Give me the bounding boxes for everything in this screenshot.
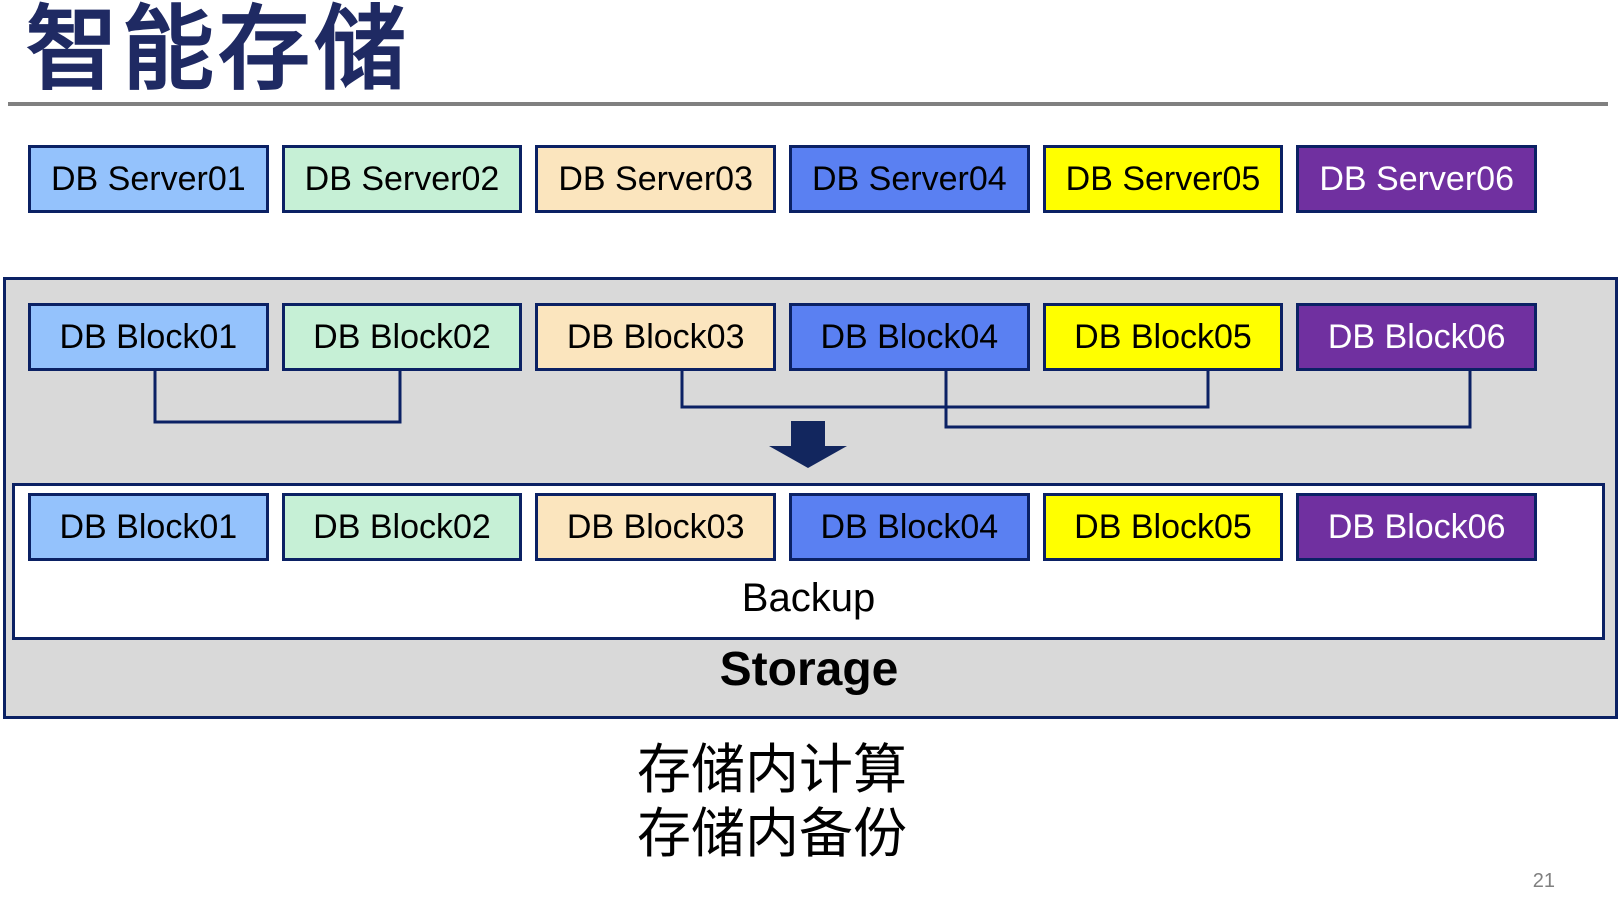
db-block-backup-4: DB Block04: [789, 493, 1030, 561]
db-server-box-1: DB Server01: [28, 145, 269, 213]
storage-label: Storage: [719, 643, 899, 696]
db-server-row: DB Server01 DB Server02 DB Server03 DB S…: [28, 145, 1537, 213]
db-block-top-6: DB Block06: [1296, 303, 1537, 371]
db-server-box-6: DB Server06: [1296, 145, 1537, 213]
db-server-box-5: DB Server05: [1042, 145, 1284, 213]
db-block-backup-5: DB Block05: [1042, 493, 1284, 561]
caption-line-1: 存储内计算: [637, 740, 907, 800]
db-block-backup-2: DB Block02: [281, 493, 523, 561]
backup-label: Backup: [741, 576, 876, 620]
db-block-backup-1: DB Block01: [28, 493, 269, 561]
db-server-box-2: DB Server02: [281, 145, 523, 213]
slide-title: 智能存储: [26, 0, 411, 101]
db-block-top-3: DB Block03: [535, 303, 776, 371]
db-server-box-3: DB Server03: [535, 145, 776, 213]
db-block-row-top: DB Block01 DB Block02 DB Block03 DB Bloc…: [28, 303, 1537, 371]
db-block-top-2: DB Block02: [281, 303, 523, 371]
db-block-top-5: DB Block05: [1042, 303, 1284, 371]
db-block-top-4: DB Block04: [789, 303, 1030, 371]
page-number: 21: [1532, 870, 1555, 892]
db-block-top-1: DB Block01: [28, 303, 269, 371]
caption-block: 存储内计算 存储内备份: [637, 738, 907, 866]
db-block-backup-6: DB Block06: [1296, 493, 1537, 561]
db-server-box-4: DB Server04: [789, 145, 1030, 213]
db-block-backup-3: DB Block03: [535, 493, 776, 561]
title-divider: [8, 102, 1608, 106]
db-block-row-backup: DB Block01 DB Block02 DB Block03 DB Bloc…: [28, 493, 1537, 561]
caption-line-2: 存储内备份: [637, 804, 907, 864]
